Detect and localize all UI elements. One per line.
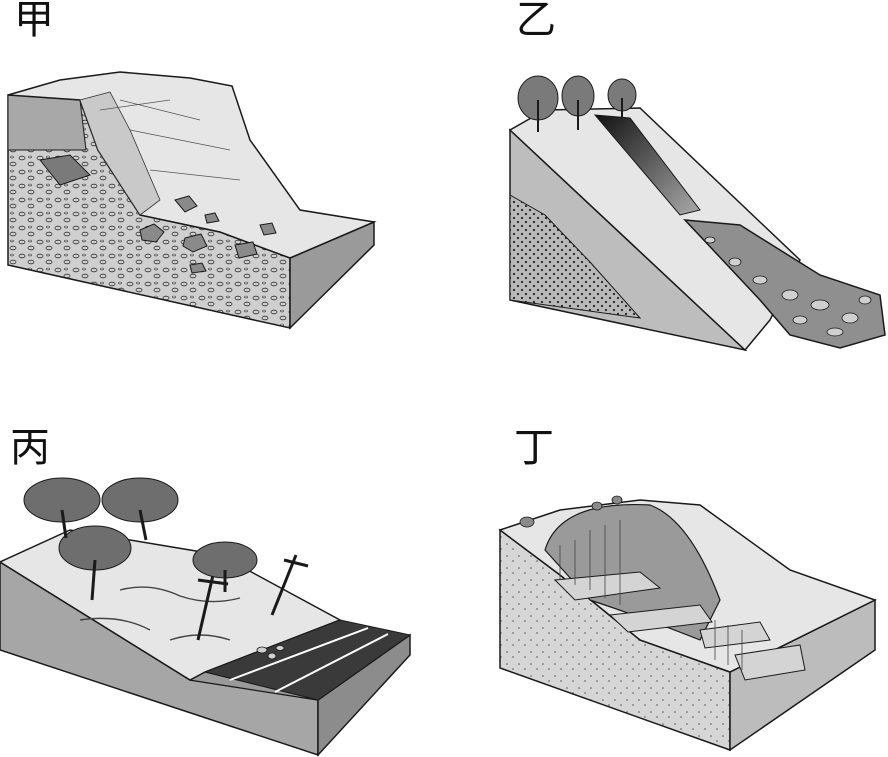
fissure-slope-diagram [0,477,412,757]
utility-pole-icon [196,554,309,641]
panel-label-bing: 丙 [10,425,50,471]
panel-label-yi: 乙 [516,0,556,43]
panel-label-ding: 丁 [514,425,554,471]
rockfall-diagram [7,71,377,330]
boulders [139,195,277,274]
tree-icon [23,477,258,579]
landslide-diagram [498,495,877,752]
debris-flow-diagram [508,75,886,352]
shrub-icon [519,495,623,528]
debris-stones [704,236,872,337]
panel-label-jia: 甲 [14,0,54,43]
